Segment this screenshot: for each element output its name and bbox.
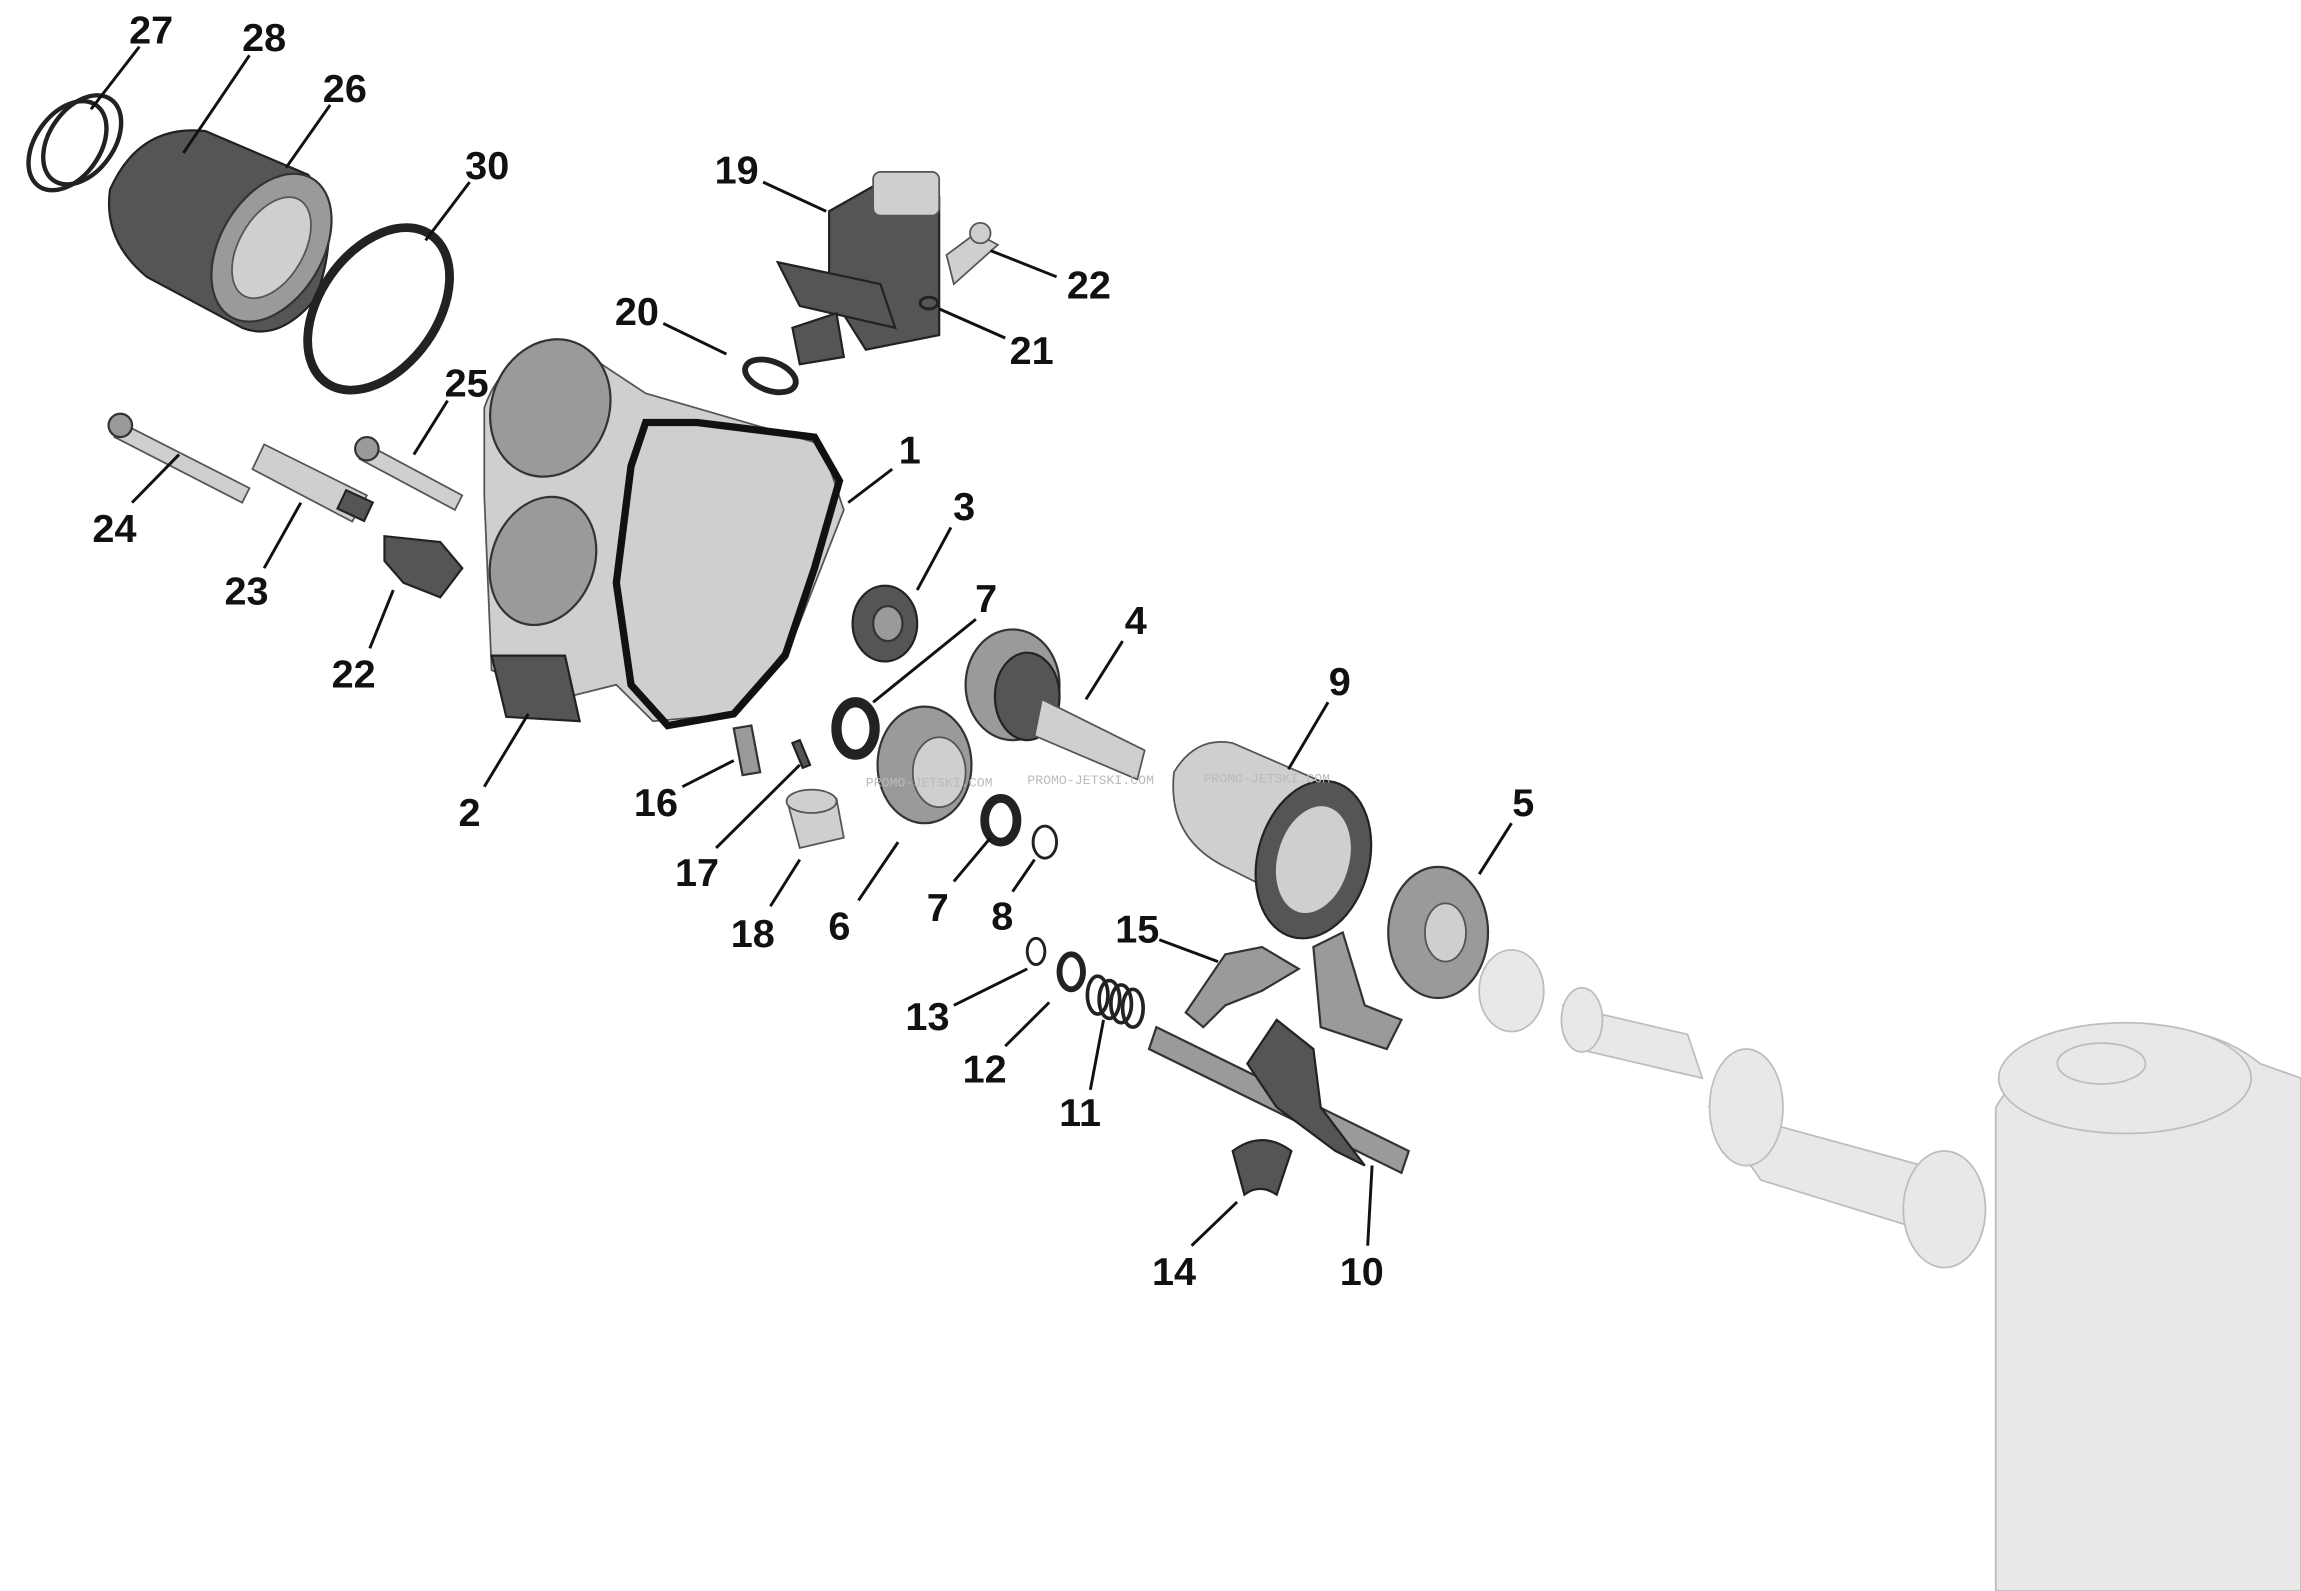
callout-27: 26 — [323, 67, 367, 111]
callout-19: 19 — [715, 149, 759, 193]
part-7-seal-2 — [980, 794, 1022, 847]
part-15-lever — [1184, 945, 1301, 1029]
callout-6: 6 — [828, 905, 850, 949]
part-5-gear — [1387, 865, 1490, 1000]
callout-2: 2 — [459, 791, 481, 835]
callout-11: 11 — [1059, 1091, 1101, 1135]
part-27-sleeve — [107, 129, 333, 333]
callout-12: 12 — [963, 1048, 1007, 1092]
part-18-plug — [785, 788, 845, 849]
callout-17: 17 — [675, 851, 719, 895]
part-25-bolt — [107, 412, 251, 504]
svg-text:PROMO-JETSKI.COM: PROMO-JETSKI.COM — [1203, 771, 1330, 786]
part-7-seal — [831, 697, 880, 760]
callout-4: 4 — [1125, 599, 1147, 643]
part-1-gasket — [612, 418, 844, 730]
callout-25: 24 — [92, 507, 136, 551]
callout-8: 8 — [991, 895, 1013, 939]
part-12-washer — [1056, 951, 1086, 993]
part-14-clip — [1231, 1139, 1293, 1197]
part-6-gear — [876, 705, 973, 825]
part-8-circlip — [1031, 824, 1059, 860]
callout-24: 23 — [225, 570, 269, 614]
callout-30: 30 — [465, 144, 509, 188]
part-26-bolt — [354, 435, 464, 512]
part-3-bearing — [851, 584, 919, 663]
callout-3: 3 — [953, 485, 975, 529]
svg-text:PROMO-JETSKI.COM: PROMO-JETSKI.COM — [866, 776, 993, 791]
callout-18: 18 — [731, 912, 775, 956]
callout-15: 15 — [1115, 908, 1159, 952]
part-16-pin — [732, 724, 762, 777]
watermark: PROMO-JETSKI.COM PROMO-JETSKI.COM PROMO-… — [866, 771, 1330, 790]
part-11-spring — [1085, 974, 1145, 1029]
callout-21: 21 — [1010, 329, 1054, 373]
part-19-actuator — [775, 171, 941, 366]
callout-7: 7 — [975, 577, 997, 621]
callout-28: 27 — [129, 9, 173, 53]
part-10-shift-shaft — [1147, 930, 1411, 1175]
callout-labels: 27 28 26 30 19 22 21 20 25 1 24 23 3 22 … — [92, 9, 1534, 1294]
callout-13: 13 — [905, 995, 949, 1039]
callout-23: 22 — [332, 653, 376, 697]
part-17-pin — [790, 738, 812, 770]
part-23-bracket — [383, 534, 464, 599]
callout-22: 22 — [1067, 264, 1111, 308]
part-28-o-rings — [26, 93, 124, 193]
part-22-screw — [945, 222, 1000, 286]
callout-5: 5 — [1512, 781, 1534, 825]
callout-20: 20 — [615, 290, 659, 334]
part-24-sensor — [251, 443, 375, 523]
callout-7-lower: 7 — [927, 886, 949, 930]
callout-10: 10 — [1340, 1250, 1384, 1294]
callout-26: 25 — [445, 361, 489, 405]
callout-16: 16 — [634, 781, 678, 825]
part-21-washer — [918, 295, 940, 311]
part-4-shaft-gear — [964, 628, 1146, 781]
callout-1: 1 — [899, 428, 921, 472]
svg-text:PROMO-JETSKI.COM: PROMO-JETSKI.COM — [1027, 773, 1154, 788]
part-13-circlip — [1025, 936, 1047, 966]
background-assembly — [1478, 949, 2301, 1591]
callout-29: 28 — [242, 16, 286, 60]
part-9-drum — [1172, 741, 1373, 940]
callout-14: 14 — [1152, 1250, 1196, 1294]
leader-lines — [89, 45, 1513, 1247]
part-20-o-ring — [742, 356, 799, 396]
callout-9: 9 — [1329, 660, 1351, 704]
part-2-housing — [483, 338, 845, 723]
